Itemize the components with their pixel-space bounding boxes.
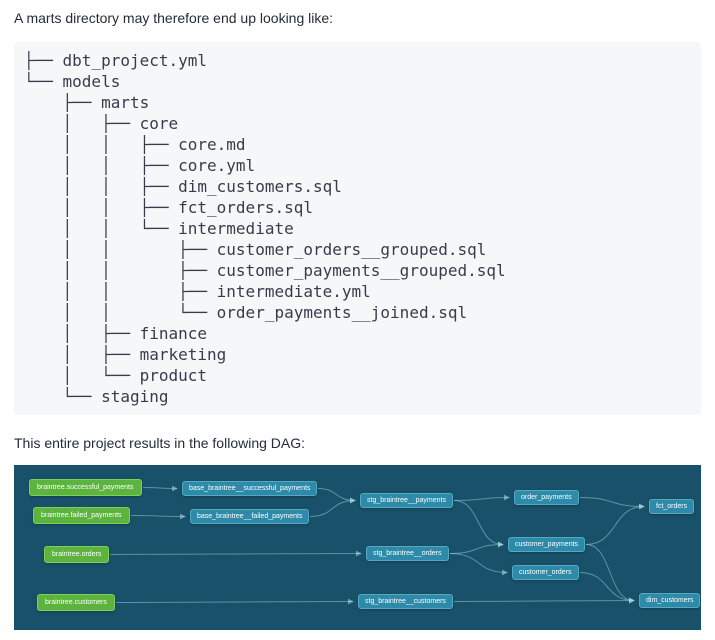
directory-tree-code-block: ├── dbt_project.yml └── models ├── marts… <box>14 42 701 415</box>
dag-node-braintree-failed-payments[interactable]: braintree.failed_payments <box>33 507 130 524</box>
dag-edge-group <box>109 485 645 605</box>
dag-node-customer-orders[interactable]: customer_orders <box>512 565 579 580</box>
dag-node-base-braintree-failed-payments[interactable]: base_braintree__failed_payments <box>190 509 310 524</box>
dag-node-order-payments[interactable]: order_payments <box>514 490 579 505</box>
page-content: A marts directory may therefore end up l… <box>14 10 701 630</box>
intro-text: A marts directory may therefore end up l… <box>14 10 334 26</box>
dag-canvas: braintree.successful_payments braintree.f… <box>14 465 701 630</box>
dag-node-fct-orders[interactable]: fct_orders <box>649 499 695 514</box>
dag-node-stg-braintree-customers[interactable]: stg_braintree__customers <box>358 594 453 609</box>
dag-node-base-braintree-successful-payments[interactable]: base_braintree__successful_payments <box>182 481 318 496</box>
dag-node-braintree-successful-payments[interactable]: braintree.successful_payments <box>29 479 142 496</box>
dag-edges <box>109 485 645 605</box>
dag-intro-text: This entire project results in the follo… <box>14 435 306 451</box>
dag-node-stg-braintree-orders[interactable]: stg_braintree__orders <box>366 546 449 561</box>
dag-node-braintree-customers[interactable]: braintree.customers <box>37 594 115 611</box>
dag-node-dim-customers[interactable]: dim_customers <box>639 593 701 608</box>
dag-node-customer-payments[interactable]: customer_payments <box>508 537 586 552</box>
dag-node-braintree-orders[interactable]: braintree.orders <box>44 546 110 563</box>
dag-node-stg-braintree-payments[interactable]: stg_braintree__payments <box>360 493 453 508</box>
